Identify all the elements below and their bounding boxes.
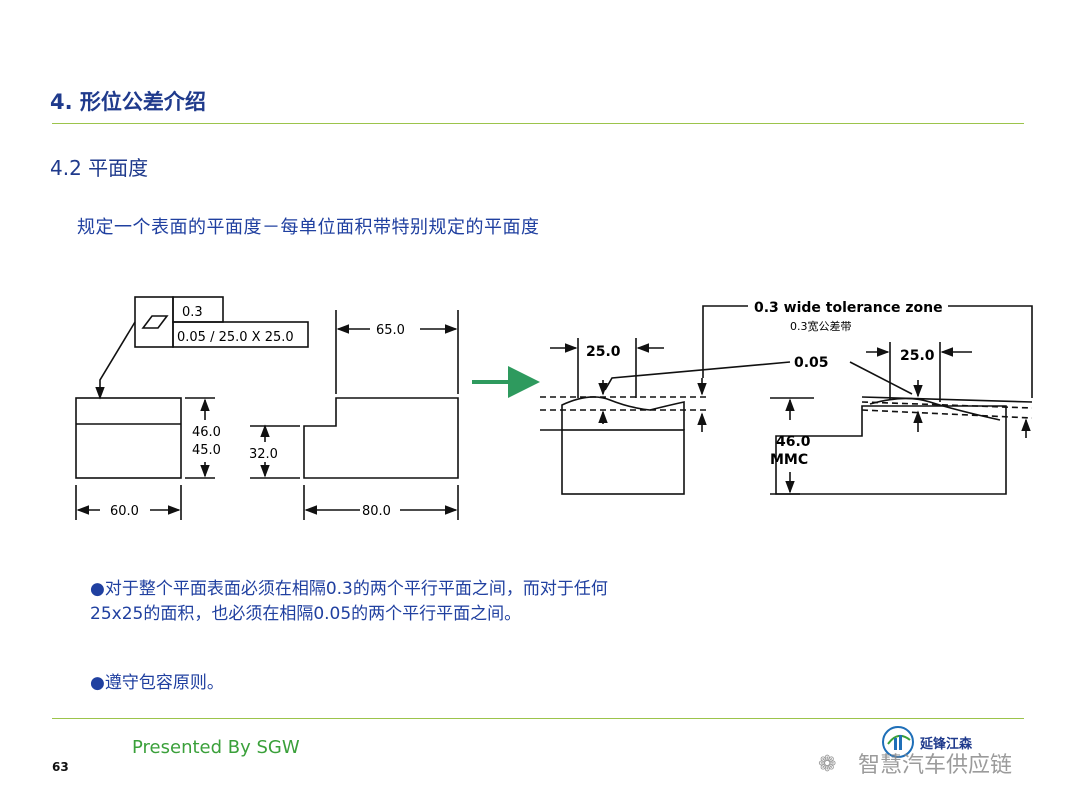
dim-25-left: 25.0 <box>586 344 621 360</box>
frame-symbol-cell <box>134 296 174 348</box>
page-number: 63 <box>52 760 69 774</box>
dim-45: 45.0 <box>192 443 221 458</box>
dim-80: 80.0 <box>362 504 391 519</box>
watermark: 智慧汽车供应链 <box>858 753 1013 778</box>
frame-top-value: 0.3 <box>182 305 203 320</box>
dim-005: 0.05 <box>794 355 829 371</box>
frame-bottom-cell <box>172 321 309 348</box>
frame-leader <box>95 321 136 400</box>
dim-46: 46.0 <box>192 425 221 440</box>
company-logo-text: 延锋江森 <box>920 737 973 752</box>
right-stepped-block <box>775 405 1007 495</box>
dim-32: 32.0 <box>249 447 278 462</box>
footer-divider <box>52 718 1024 719</box>
dim-25-right: 25.0 <box>900 348 935 364</box>
bullet-1: ●对于整个平面表面必须在相隔0.3的两个平行平面之间，而对于任何25x25的面积… <box>90 579 608 624</box>
title-divider <box>52 123 1024 124</box>
stepped-block <box>303 397 459 479</box>
frame-bottom-value: 0.05 / 25.0 X 25.0 <box>177 330 294 345</box>
dim-46-right: 46.0 <box>776 434 811 450</box>
dim-65: 65.0 <box>376 323 405 338</box>
page-title: 4. 形位公差介绍 <box>50 90 206 114</box>
zone-label: 0.3 wide tolerance zone <box>754 300 943 316</box>
zone-label-cn: 0.3宽公差带 <box>790 319 852 333</box>
wechat-icon: ❁ <box>818 752 837 777</box>
flatness-drawing: 0.3 0.05 / 25.0 X 25.0 65.0 46.0 45.0 32… <box>75 296 1033 520</box>
presented-by: Presented By SGW <box>132 737 300 758</box>
bullet-2: ●遵守包容原则。 <box>90 673 224 693</box>
right-left-block <box>561 429 685 495</box>
intro-text: 规定一个表面的平面度－每单位面积带特别规定的平面度 <box>77 217 540 238</box>
section-subtitle: 4.2 平面度 <box>50 156 149 180</box>
mmc-label: MMC <box>770 452 808 468</box>
flatness-symbol-icon <box>141 315 169 329</box>
company-logo-icon <box>882 726 914 758</box>
left-block-side <box>75 397 182 479</box>
dim-60: 60.0 <box>110 504 139 519</box>
